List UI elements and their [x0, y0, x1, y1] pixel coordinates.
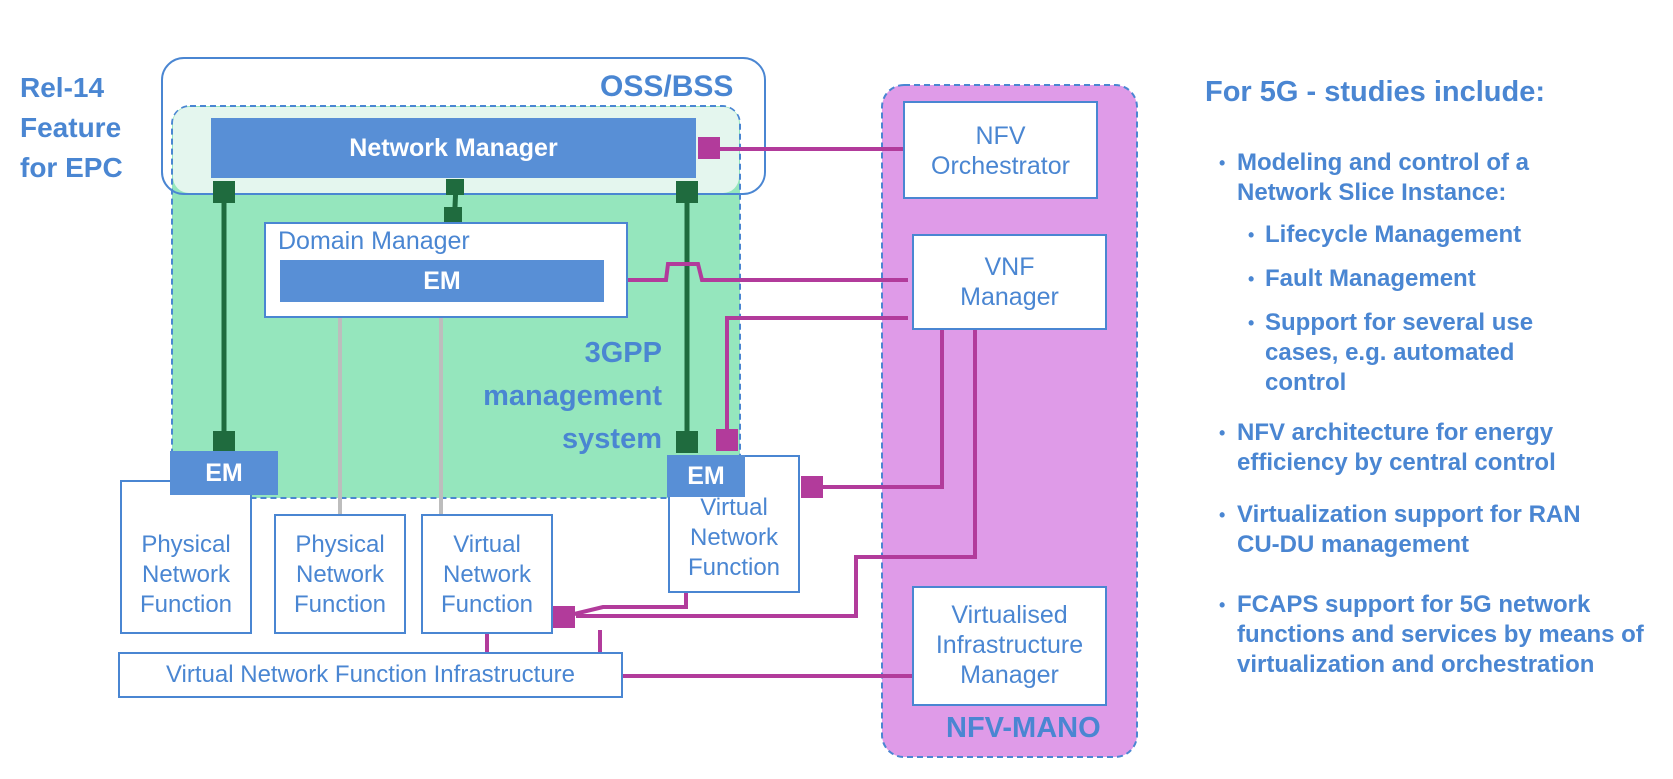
vnf1-line1: Virtual [453, 531, 521, 558]
vim-label: Virtualised Infrastructure Manager [914, 600, 1105, 690]
3gpp-label: 3GPP management system [440, 332, 662, 461]
nfv-orchestrator[interactable]: NFV Orchestrator [903, 101, 1098, 199]
bullet-1: Modeling and control of a Network Slice … [1215, 148, 1587, 208]
vim-line2: Infrastructure [935, 631, 1084, 659]
virtualised-infrastructure-manager[interactable]: Virtualised Infrastructure Manager [912, 586, 1107, 706]
domain-manager-label: Domain Manager [278, 227, 470, 255]
em-domain[interactable]: EM [280, 260, 604, 302]
pnf2-line3: Function [293, 591, 387, 618]
network-manager[interactable]: Network Manager [211, 118, 696, 178]
vnf2-line2: Network [689, 524, 779, 551]
bullet-3: Fault Management [1215, 264, 1665, 294]
vnfm-line1: VNF [984, 253, 1035, 281]
bullet-2: Lifecycle Management [1215, 220, 1665, 250]
rel14-label: Rel-14 Feature for EPC [20, 68, 123, 188]
vnf1-label: Virtual Network Function [423, 530, 551, 620]
em-right[interactable]: EM [667, 455, 745, 497]
vnfm-line2: Manager [960, 283, 1059, 311]
pnf1-line2: Network [141, 561, 231, 588]
pnf2-label: Physical Network Function [276, 530, 404, 620]
nfvi-label: Virtual Network Function Infrastructure [165, 661, 576, 688]
vim-line3: Manager [960, 661, 1059, 689]
nfvo-line1: NFV [975, 122, 1026, 150]
pnf1-line1: Physical [141, 531, 231, 558]
oss-bss-label: OSS/BSS [600, 70, 734, 103]
rel14-line1: Rel-14 [20, 72, 105, 103]
mano-links [485, 147, 977, 678]
rel14-line2: Feature [20, 112, 122, 143]
virtual-network-function-1[interactable]: Virtual Network Function [421, 514, 553, 634]
bullet-7: FCAPS support for 5G network functions a… [1215, 590, 1667, 680]
nfv-mano-label: NFV-MANO [946, 712, 1101, 744]
vnf2-label: Virtual Network Function [670, 493, 798, 583]
bullet-4: Support for several use cases, e.g. auto… [1215, 308, 1585, 398]
pnf2-line1: Physical [295, 531, 385, 558]
vnf2-line1: Virtual [700, 494, 768, 521]
studies-list: Modeling and control of a Network Slice … [1215, 148, 1665, 680]
physical-network-function-1[interactable]: Physical Network Function [120, 480, 252, 634]
nfv-infrastructure[interactable]: Virtual Network Function Infrastructure [118, 652, 623, 698]
nfvo-label: NFV Orchestrator [905, 121, 1096, 181]
pnf1-label: Physical Network Function [122, 530, 250, 620]
3gpp-line1: 3GPP [584, 337, 662, 369]
vim-line1: Virtualised [951, 601, 1068, 629]
rel14-line3: for EPC [20, 152, 123, 183]
bullet-5: NFV architecture for energy efficiency b… [1215, 418, 1597, 478]
bullet-6: Virtualization support for RAN CU-DU man… [1215, 500, 1627, 560]
em-left[interactable]: EM [170, 451, 278, 495]
physical-network-function-2[interactable]: Physical Network Function [274, 514, 406, 634]
em-links [338, 302, 443, 516]
vnf-manager[interactable]: VNF Manager [912, 234, 1107, 330]
vnf1-line3: Function [440, 591, 534, 618]
vnf2-line3: Function [687, 554, 781, 581]
vnfm-label: VNF Manager [914, 252, 1105, 312]
vnf1-line2: Network [442, 561, 532, 588]
pnf1-line3: Function [139, 591, 233, 618]
itf-n-connectors [213, 179, 698, 453]
3gpp-line3: system [562, 423, 662, 455]
3gpp-line2: management [483, 380, 662, 412]
nfvo-line2: Orchestrator [931, 152, 1070, 180]
pnf2-line2: Network [295, 561, 385, 588]
studies-heading: For 5G - studies include: [1205, 76, 1545, 108]
